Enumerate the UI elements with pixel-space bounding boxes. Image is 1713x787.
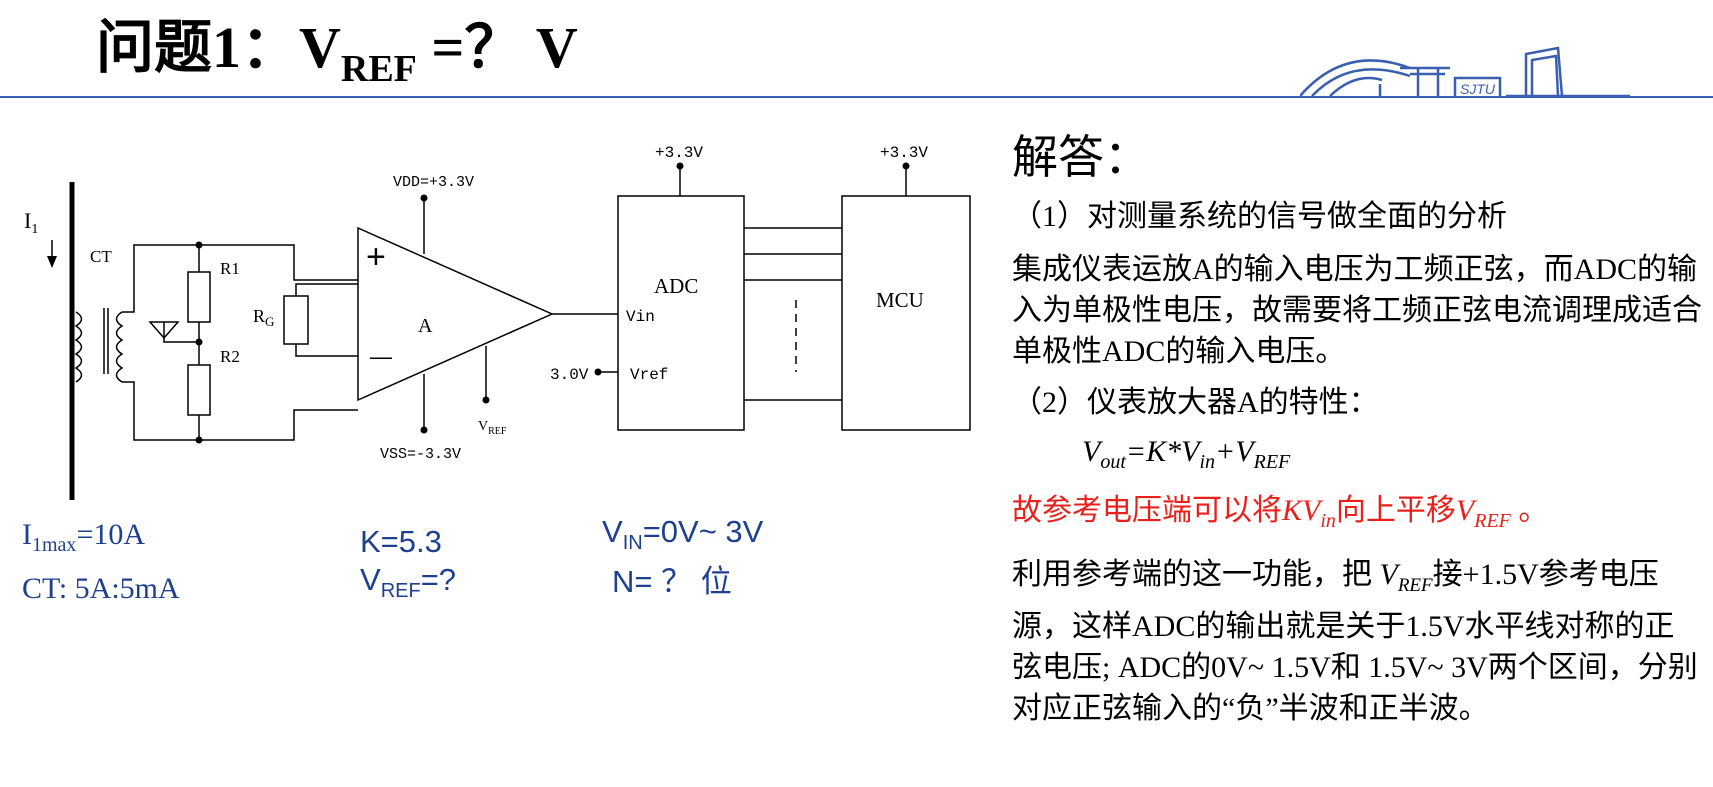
mcu-supply-label: +3.3V <box>880 144 928 162</box>
logo-text: SJTU <box>1460 81 1496 97</box>
current-label: I1 <box>24 208 38 237</box>
mcu-supply-terminal <box>902 162 910 170</box>
junction-dot <box>195 436 203 444</box>
answer-paragraph-2: 利用参考端的这一功能，把 VREF接+1.5V参考电压源，这样ADC的输出就是关… <box>1012 558 1698 725</box>
gain-label: K=5.3 <box>360 524 442 559</box>
adc-vin-label: Vin <box>626 308 655 326</box>
vref-terminal <box>482 396 490 404</box>
instrument-amplifier <box>357 226 554 402</box>
resistor-r2 <box>187 364 211 416</box>
r2-label: R2 <box>220 347 240 366</box>
adc-label: ADC <box>654 274 698 298</box>
answer-point-1: （1）对测量系统的信号做全面的分析 <box>1012 200 1507 233</box>
junction-dot <box>195 338 203 346</box>
vref-pin-label: VREF <box>478 419 507 437</box>
r1-label: R1 <box>220 259 240 278</box>
vss-label: VSS=-3.3V <box>380 446 461 463</box>
adc-vref-label: Vref <box>630 366 668 384</box>
ct-label: CT <box>90 247 112 266</box>
ground-symbol <box>148 321 180 340</box>
mcu-block <box>841 195 971 431</box>
current-arrow <box>47 256 57 268</box>
ct-ratio-label: CT: 5A:5mA <box>22 572 180 605</box>
adc-supply-terminal <box>676 162 684 170</box>
answer-heading: 解答： <box>1012 132 1150 183</box>
vref-source-terminal <box>594 368 602 376</box>
vref-question-label: VREF=? <box>360 562 457 603</box>
university-logo: SJTU <box>1300 46 1630 98</box>
page-title: 问题1：VREF =？ V <box>96 15 578 90</box>
vss-terminal <box>420 426 428 434</box>
answer-point-2: （2）仪表放大器A的特性： <box>1012 386 1379 419</box>
circuit-diagram: I1 CT R1 R2 RG + — A VDD=+3.3V VSS=-3.3V… <box>24 144 971 500</box>
vin-range-label: VIN=0V~ 3V <box>602 514 764 555</box>
amp-minus-sign: — <box>370 344 392 369</box>
imax-label: I1max=10A <box>22 518 146 556</box>
ct-primary-coil <box>74 311 83 383</box>
amp-plus-sign: + <box>366 238 386 276</box>
mcu-label: MCU <box>876 288 924 312</box>
ct-secondary-coil <box>115 311 124 383</box>
amp-formula: Vout=K*Vin+VREF <box>1082 435 1291 473</box>
resistor-rg <box>283 295 309 345</box>
answer-paragraph-1: 集成仪表运放A的输入电压为工频正弦，而ADC的输入为单极性电压，故需要将工频正弦… <box>1012 253 1702 368</box>
vref-source-label: 3.0V <box>550 366 589 384</box>
junction-dot <box>195 241 203 249</box>
adc-block <box>617 195 745 431</box>
vdd-label: VDD=+3.3V <box>393 174 474 191</box>
header-divider <box>0 96 1713 98</box>
shift-statement: 故参考电压端可以将KVin向上平移VREF 。 <box>1012 494 1549 532</box>
resistor-r1 <box>187 271 211 323</box>
vdd-terminal <box>420 194 428 202</box>
adc-supply-label: +3.3V <box>655 144 703 162</box>
answer-panel: 解答： （1）对测量系统的信号做全面的分析 集成仪表运放A的输入电压为工频正弦，… <box>1012 128 1702 729</box>
adc-bits-label: N= ？ 位 <box>612 564 732 599</box>
amp-label: A <box>418 315 433 337</box>
rg-label: RG <box>253 306 274 329</box>
